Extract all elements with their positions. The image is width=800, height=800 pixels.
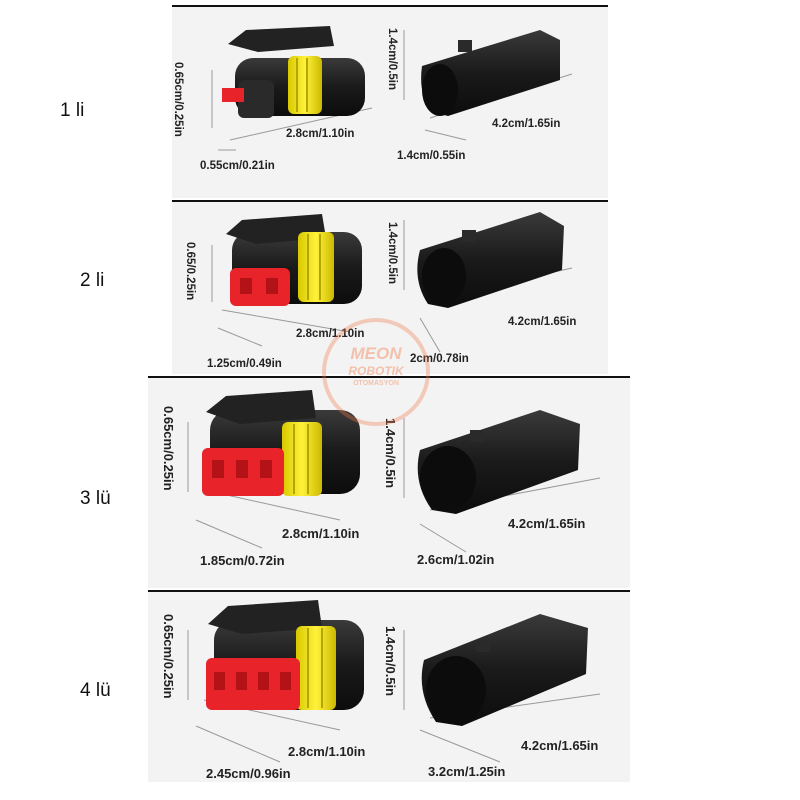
row-label-3: 3 lü <box>80 488 111 509</box>
female-height-2: 0.65/0.25in <box>184 242 196 301</box>
male-connector-4 <box>421 614 588 726</box>
watermark-line-2: ROBOTIK <box>348 364 404 378</box>
female-height-3: 0.65cm/0.25in <box>161 406 176 491</box>
watermark-line-1: MEON <box>350 344 402 363</box>
male-connector-3 <box>417 410 580 514</box>
male-width-3: 2.6cm/1.02in <box>417 552 495 567</box>
male-width-4: 3.2cm/1.25in <box>428 764 506 779</box>
male-connector-2 <box>417 212 564 308</box>
panel-divider-2 <box>172 200 608 202</box>
male-width-1: 1.4cm/0.55in <box>397 150 466 162</box>
watermark-logo: MEON ROBOTIK OTOMASYON <box>322 318 430 426</box>
panel-divider-4 <box>148 590 630 592</box>
male-height-2: 1.4cm/0.5in <box>386 222 398 285</box>
male-height-3: 1.4cm/0.5in <box>383 418 398 489</box>
female-height-4: 0.65cm/0.25in <box>161 614 176 699</box>
female-connector-1 <box>222 26 365 118</box>
male-length-1: 4.2cm/1.65in <box>492 118 561 130</box>
female-length-4: 2.8cm/1.10in <box>288 744 366 759</box>
panel-divider-1 <box>172 5 608 7</box>
row-label-1: 1 li <box>60 100 85 121</box>
female-width-2: 1.25cm/0.49in <box>207 358 282 370</box>
male-length-4: 4.2cm/1.65in <box>521 738 599 753</box>
female-connector-3 <box>202 390 360 496</box>
male-height-1: 1.4cm/0.5in <box>386 28 398 91</box>
female-width-3: 1.85cm/0.72in <box>200 553 285 568</box>
male-height-4: 1.4cm/0.5in <box>383 626 398 697</box>
female-width-4: 2.45cm/0.96in <box>206 766 291 781</box>
female-connector-2 <box>226 214 362 306</box>
row-label-4: 4 lü <box>80 680 111 701</box>
female-connector-4 <box>206 600 364 710</box>
female-width-1: 0.55cm/0.21in <box>200 160 275 172</box>
watermark-line-3: OTOMASYON <box>353 380 399 387</box>
male-length-3: 4.2cm/1.65in <box>508 516 586 531</box>
row-label-2: 2 li <box>80 270 105 291</box>
female-length-3: 2.8cm/1.10in <box>282 526 360 541</box>
female-height-1: 0.65cm/0.25in <box>172 62 184 137</box>
female-length-1: 2.8cm/1.10in <box>286 128 355 140</box>
male-length-2: 4.2cm/1.65in <box>508 316 577 328</box>
male-connector-1 <box>421 30 560 116</box>
